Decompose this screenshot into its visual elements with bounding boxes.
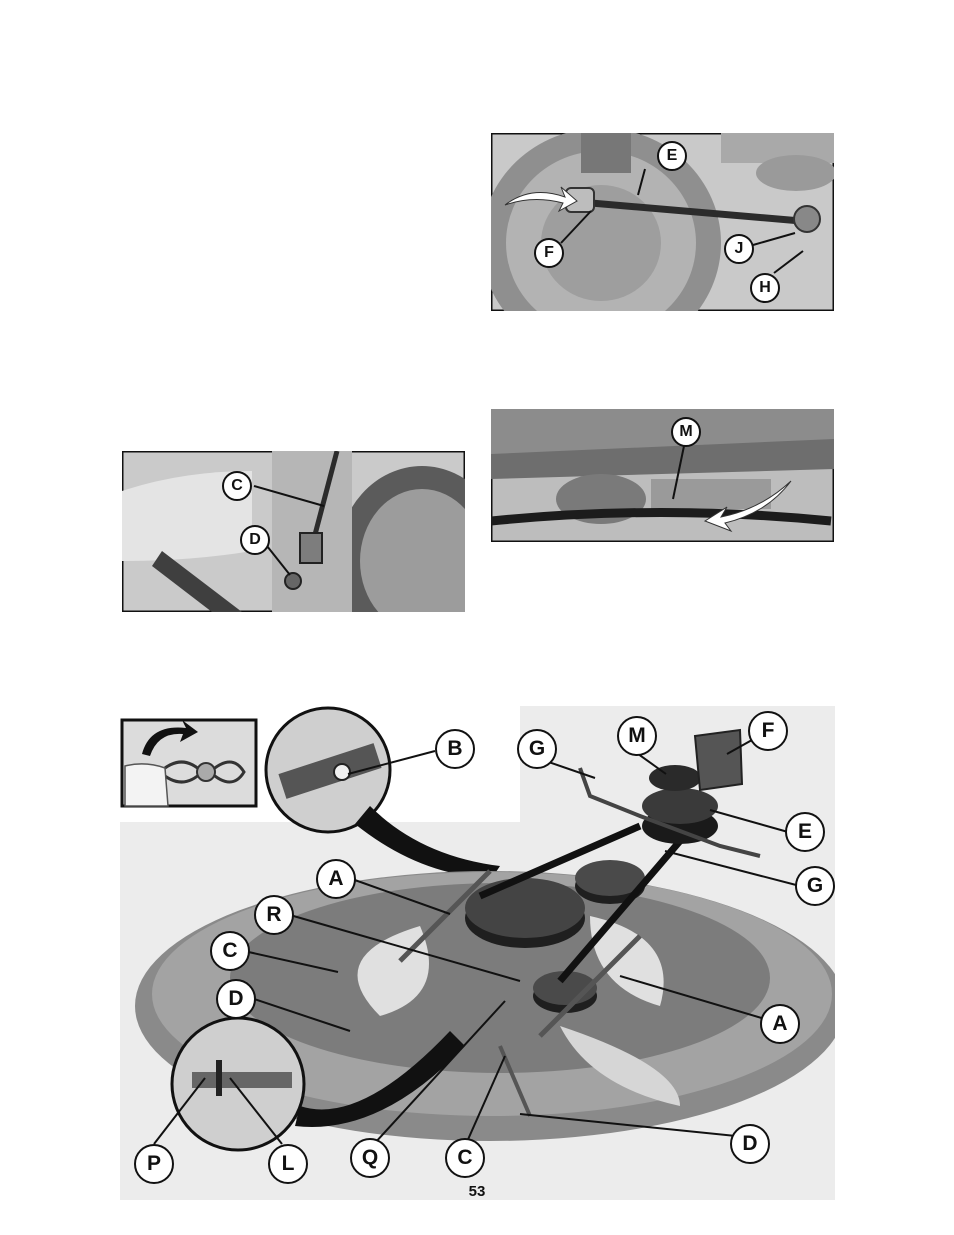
- callout-a-right: A: [760, 1004, 800, 1044]
- callout-m-deck: M: [617, 716, 657, 756]
- callout-r: R: [254, 895, 294, 935]
- belt-removal-illustration: [491, 409, 834, 542]
- callout-b: B: [435, 729, 475, 769]
- callout-f-deck: F: [748, 711, 788, 751]
- callout-j: J: [724, 234, 754, 264]
- callout-d-bottom: D: [730, 1124, 770, 1164]
- figure-drag-link: E F J H: [491, 133, 834, 311]
- callout-h: H: [750, 273, 780, 303]
- callout-c: C: [222, 471, 252, 501]
- callout-f: F: [534, 238, 564, 268]
- callout-p: P: [134, 1144, 174, 1184]
- callout-g-top: G: [517, 729, 557, 769]
- callout-e: E: [657, 141, 687, 171]
- page-number: 53: [0, 1183, 954, 1200]
- callout-a-left: A: [316, 859, 356, 899]
- callout-c-left: C: [210, 931, 250, 971]
- figure-deck-assembly: B G M F E G A R C D A D P L Q C: [120, 706, 835, 1200]
- callout-d: D: [240, 525, 270, 555]
- callout-d-left: D: [216, 979, 256, 1019]
- callout-c-bottom: C: [445, 1138, 485, 1178]
- lift-link-illustration: [122, 451, 465, 612]
- callout-e-deck: E: [785, 812, 825, 852]
- callout-m: M: [671, 417, 701, 447]
- callout-g-right: G: [795, 866, 835, 906]
- callout-l: L: [268, 1144, 308, 1184]
- figure-belt-removal: M: [491, 409, 834, 542]
- figure-lift-link: C D: [122, 451, 465, 612]
- callout-q: Q: [350, 1138, 390, 1178]
